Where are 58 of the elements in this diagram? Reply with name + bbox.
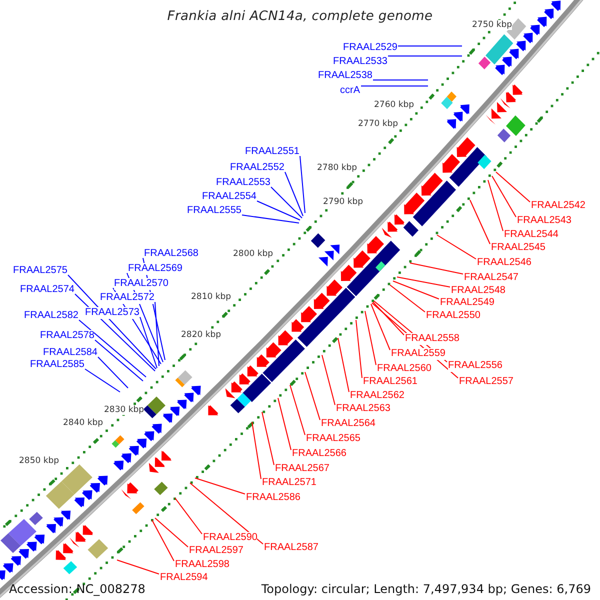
leader-line [262, 412, 274, 466]
leader-line [304, 372, 320, 420]
leader-line [94, 340, 144, 382]
leader-line [356, 320, 362, 378]
position-label: 2750 kbp [472, 20, 512, 30]
leader-line [488, 180, 504, 232]
leader-line [338, 338, 350, 392]
position-label: 2830 kbp [104, 405, 144, 415]
leader-line [116, 560, 160, 574]
leader-line [410, 262, 464, 274]
gene-label: FRAAL2558 [405, 333, 460, 345]
position-label: 2790 kbp [323, 197, 364, 207]
leader-line [256, 200, 300, 220]
leader-line [154, 302, 160, 366]
leader-line [98, 356, 128, 388]
leader-line [152, 520, 174, 562]
position-label: 2770 kbp [358, 119, 398, 129]
position-label: 2800 kbp [233, 249, 274, 259]
leader-line [252, 422, 262, 480]
gene-label: FRAAL2559 [391, 348, 446, 360]
position-label: 2840 kbp [63, 418, 104, 428]
leader-line [270, 186, 302, 218]
leader-line [194, 478, 246, 494]
leader-line [492, 176, 516, 218]
gene-label: FRAAL2570 [114, 278, 168, 290]
leader-line [496, 172, 530, 202]
position-label: 2780 kbp [317, 163, 358, 173]
leader-line [278, 398, 292, 450]
accession-text: Accession: NC_008278 [9, 582, 146, 596]
leader-line [154, 518, 188, 548]
leader-line [372, 302, 404, 336]
leader-line [68, 274, 156, 370]
leader-line [284, 172, 304, 216]
leader-line [140, 316, 158, 368]
leader-line [290, 384, 306, 436]
leader-line [364, 310, 376, 366]
leader-line [84, 368, 120, 392]
gene-label: FRAAL2573 [85, 307, 140, 319]
leader-line [392, 280, 440, 300]
gene-label: FRAAL2572 [100, 292, 154, 304]
position-label: 2810 kbp [191, 292, 232, 302]
leader-line [436, 234, 476, 260]
leader-line [396, 276, 450, 288]
leader-line [300, 156, 306, 214]
leader-line [242, 214, 300, 224]
leader-line [174, 498, 202, 534]
leader-line [322, 354, 336, 406]
leader-line [78, 320, 146, 378]
leader-line [370, 304, 390, 350]
leader-line [390, 284, 426, 312]
position-label: 2820 kbp [181, 330, 222, 340]
leader-line [470, 200, 490, 244]
position-label: 2850 kbp [19, 456, 60, 466]
gene-label: FRAAL2556 [448, 360, 502, 372]
gene-label: FRAAL2569 [128, 263, 182, 275]
topology-text: Topology: circular; Length: 7,497,934 bp; Genes: 6,769 [261, 582, 591, 596]
leader-line [190, 482, 264, 544]
position-label: 2760 kbp [374, 100, 414, 110]
